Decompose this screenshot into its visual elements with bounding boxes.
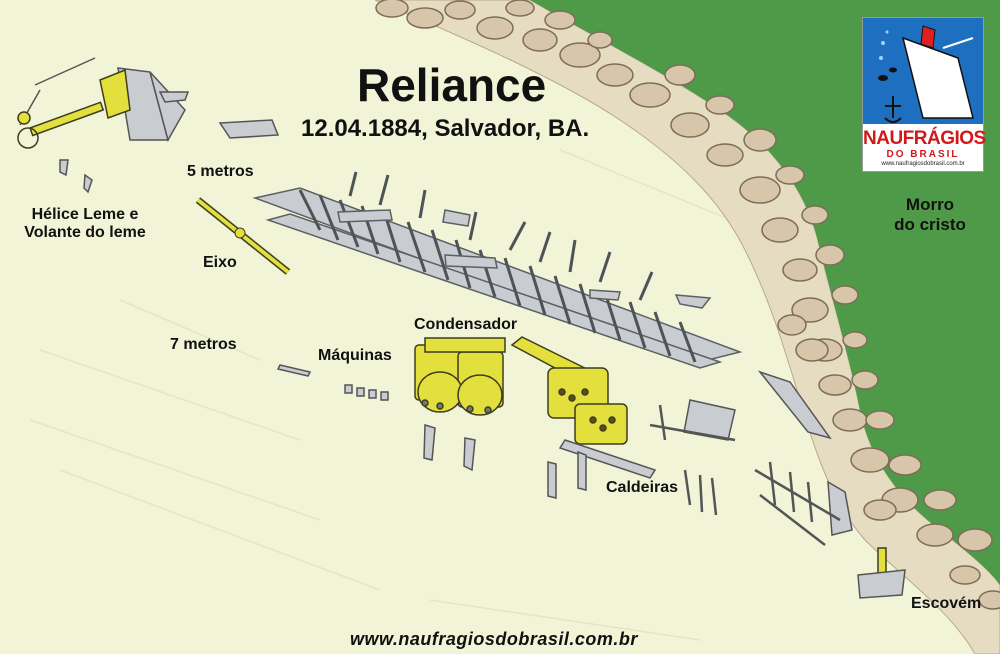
map-subtitle: 12.04.1884, Salvador, BA. (301, 115, 590, 142)
label-helice-leme: Hélice Leme e Volante do leme (20, 206, 150, 242)
hull-wreckage (252, 171, 743, 369)
label-maquinas: Máquinas (318, 347, 392, 364)
label-morro-line1: Morro (905, 195, 955, 214)
logo-name: NAUFRÁGIOS (863, 128, 986, 149)
engines-machinery (414, 337, 506, 416)
label-helice-line1: Hélice Leme e (31, 206, 139, 223)
label-depth-5m: 5 metros (187, 163, 254, 180)
logo-url: www.naufragiosdobrasil.com.br (881, 161, 965, 167)
logo-sea-panel (863, 18, 983, 124)
stern-wreckage (19, 57, 280, 194)
label-helice-line2: Volante do leme (24, 224, 146, 241)
label-eixo: Eixo (203, 254, 237, 271)
label-morro-do-cristo: Morro do cristo (880, 195, 980, 235)
label-caldeiras: Caldeiras (606, 479, 679, 496)
map-title: Reliance (357, 59, 547, 111)
sunken-ship-icon (863, 18, 983, 124)
scattered-plates (276, 364, 853, 536)
bow-frames (649, 404, 841, 546)
propeller-rudder (17, 68, 131, 149)
propeller-shaft (195, 197, 291, 275)
label-escovem: Escovém (911, 595, 982, 612)
label-condensador: Condensador (414, 316, 518, 333)
footer-url[interactable]: www.naufragiosdobrasil.com.br (350, 629, 638, 649)
hawse-pipe (857, 547, 906, 599)
label-morro-line2: do cristo (894, 215, 966, 234)
isolated-rocks (777, 314, 897, 521)
label-depth-7m: 7 metros (170, 336, 237, 353)
condenser-boilers (510, 336, 657, 479)
logo-subtitle: DO BRASIL (886, 149, 960, 160)
naufragios-logo: NAUFRÁGIOS DO BRASIL www.naufragiosdobra… (862, 17, 986, 172)
